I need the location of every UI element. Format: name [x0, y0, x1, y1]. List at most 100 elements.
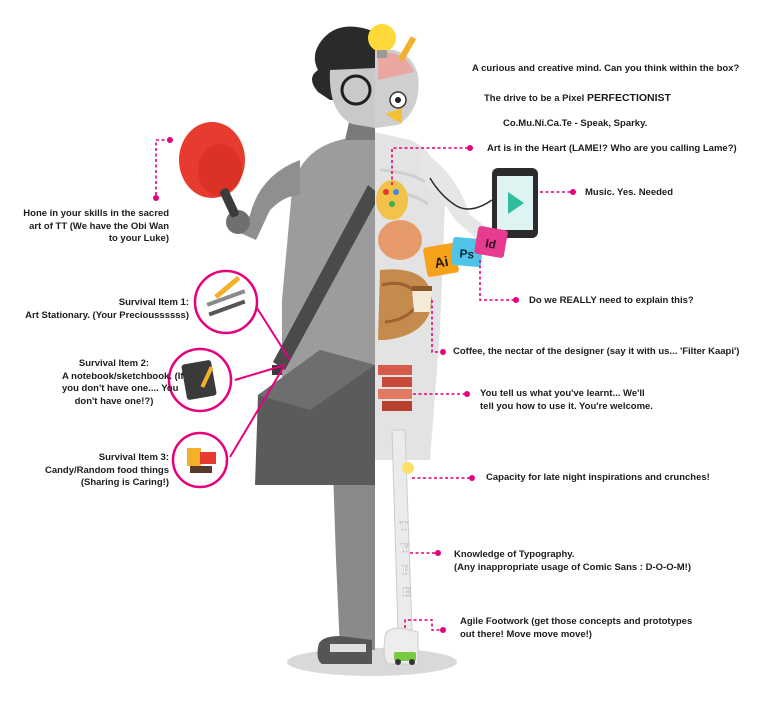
shoe-stripe [330, 644, 366, 652]
callout-dots [153, 137, 576, 633]
callout-typo-line1: Knowledge of Typography. [454, 549, 575, 560]
dot-explain [513, 297, 519, 303]
callout-mind-text: A curious and creative mind. Can you thi… [472, 63, 740, 74]
callout-foot-line1: Agile Footwork (get those concepts and p… [460, 616, 693, 627]
callout-typo-line2: (Any inappropriate usage of Comic Sans :… [454, 561, 691, 573]
callout-survival-item-2: Survival Item 2: A notebook/sketchbook. … [62, 358, 184, 408]
callout-item3-line1: Survival Item 3: [98, 452, 169, 463]
small-bulb-icon [402, 462, 414, 474]
dot-tt [167, 137, 173, 143]
glasses-icon [340, 74, 372, 106]
photoshop-icon [451, 236, 483, 268]
callout-typography: Knowledge of Typography. (Any inappropri… [454, 549, 691, 574]
dot-typography [435, 550, 441, 556]
indesign-icon [474, 226, 508, 258]
dot-tt-end [153, 195, 159, 201]
callout-footwork: Agile Footwork (get those concepts and p… [460, 616, 692, 641]
brain [378, 51, 414, 80]
spine-letter: E [403, 584, 412, 599]
lightbulb-icon [368, 24, 396, 58]
callout-item2-line1: Survival Item 2: [78, 358, 150, 369]
callout-heart: Art is in the Heart (LAME!? Who are you … [487, 143, 737, 156]
callout-item2-line4: don't have one!?) [74, 395, 154, 407]
callout-coffee: Coffee, the nectar of the designer (say … [453, 346, 739, 359]
callout-music: Music. Yes. Needed [585, 187, 673, 200]
face-left [329, 68, 375, 128]
head [312, 26, 419, 128]
spine-letter: T [400, 518, 409, 533]
callout-foot-line2: out there! Move move move!) [460, 628, 592, 640]
stationery-icon [206, 275, 246, 317]
right-half-body [375, 132, 490, 665]
callout-item2-line3: you don't have one.... You [62, 383, 179, 394]
illustrator-icon [423, 242, 459, 278]
callout-tt-line2: art of TT (We have the Obi Wan [29, 220, 169, 232]
dot-heart [467, 145, 473, 151]
callout-night-text: Capacity for late night inspirations and… [486, 472, 710, 483]
spine-letter: Y [400, 540, 410, 555]
callout-communicate: Co.Mu.Ni.Ca.Te - Speak, Sparky. [503, 118, 647, 131]
leader-tt [155, 139, 170, 196]
callout-tt-line1: Hone in your skills in the sacred [23, 208, 169, 219]
callout-item1-line1: Survival Item 1: [118, 297, 189, 308]
dot-learnt [464, 391, 470, 397]
dot-coffee [440, 349, 446, 355]
stomach [378, 220, 422, 260]
callout-communicate-text: Co.Mu.Ni.Ca.Te - Speak, Sparky. [503, 118, 648, 129]
callout-perfectionist: The drive to be a Pixel PERFECTIONIST [484, 92, 671, 106]
callout-perfectionist-prefix: The drive to be a Pixel [484, 93, 585, 104]
survival-item-3-circle [171, 367, 284, 489]
callout-tt-line3: to your Luke) [108, 233, 169, 244]
dot-foot [440, 627, 446, 633]
smartphone-icon [429, 168, 538, 238]
leader-heart [391, 147, 470, 185]
dot-music [570, 189, 576, 195]
ping-pong-paddle-icon [179, 122, 245, 218]
left-leg [332, 440, 375, 650]
callout-item3-line2: Candy/Random food things [44, 464, 169, 476]
leg-bone [391, 429, 413, 631]
rib [379, 168, 426, 184]
dot-night [469, 475, 475, 481]
illustrator-icon-label: Ai [433, 253, 450, 271]
megaphone-icon [385, 108, 402, 124]
callout-explain: Do we REALLY need to explain this? [529, 295, 694, 308]
callout-item2-line2: A notebook/sketchbook. (If [62, 370, 184, 382]
indesign-icon-label: Id [484, 236, 497, 252]
adobe-app-icons: Ai Ps Id [423, 226, 508, 278]
messenger-bag-icon [255, 185, 380, 485]
spine-letter: P [402, 562, 410, 577]
callout-heart-text: Art is in the Heart (LAME!? Who are you … [487, 143, 737, 154]
callout-item3-line3: (Sharing is Caring!) [80, 477, 169, 488]
coffee-cup-icon [412, 286, 432, 312]
callout-coffee-text: Coffee, the nectar of the designer (say … [453, 346, 740, 357]
callout-mind: A curious and creative mind. Can you thi… [472, 63, 739, 76]
callout-tt: Hone in your skills in the sacred art of… [23, 208, 169, 246]
type-spine-letters: T Y P E [399, 518, 412, 600]
candy-icon [187, 448, 216, 473]
callout-item1-line2: Art Stationary. (Your Precioussssss) [25, 309, 189, 321]
callout-survival-item-1: Survival Item 1: Art Stationary. (Your P… [25, 297, 189, 322]
callout-survival-item-3: Survival Item 3: Candy/Random food thing… [45, 452, 169, 490]
survival-item-1-circle [193, 269, 291, 361]
callout-music-text: Music. Yes. Needed [585, 187, 674, 198]
notebook-icon [181, 360, 217, 400]
survival-item-2-circle [167, 347, 286, 413]
callout-night: Capacity for late night inspirations and… [486, 472, 710, 485]
callout-explain-text: Do we REALLY need to explain this? [529, 295, 694, 306]
leader-explain [479, 260, 515, 301]
right-arm [420, 150, 490, 242]
books-icon [378, 365, 412, 411]
leader-foot [404, 619, 442, 631]
photoshop-icon-label: Ps [459, 246, 475, 261]
leader-coffee [431, 300, 442, 353]
callout-learnt-line2: tell you how to use it. You're welcome. [480, 400, 653, 412]
callout-perfectionist-emphasis: PERFECTIONIST [586, 92, 671, 104]
left-arm [238, 160, 300, 240]
callout-learnt: You tell us what you've learnt... We'll … [480, 388, 653, 413]
pencil-icon [397, 36, 417, 62]
toy-car-icon [394, 652, 416, 665]
paint-palette-icon [376, 180, 408, 220]
